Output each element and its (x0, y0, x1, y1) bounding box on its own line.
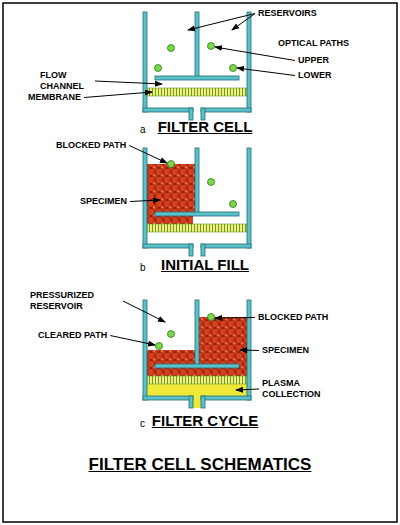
panel-letter: b (140, 262, 146, 274)
leader-arrow (84, 92, 152, 98)
part-label: PRESSURIZED RESERVOIR (30, 290, 120, 312)
part-label: FLOW CHANNEL (40, 70, 92, 92)
leader-arrow (95, 81, 162, 84)
leader-arrow (237, 68, 295, 76)
part-label: LOWER (298, 70, 332, 81)
part-label: SPECIMEN (262, 345, 309, 356)
panel-letter: a (140, 124, 146, 136)
panel-caption: FILTER CELL (150, 118, 260, 136)
leader-arrow (236, 389, 259, 390)
leader-arrow (215, 317, 255, 319)
leader-arrow (130, 200, 160, 202)
part-label: PLASMA COLLECTION (262, 378, 332, 400)
part-label: UPPER (298, 55, 329, 66)
figure-title: FILTER CELL SCHEMATICS (60, 455, 340, 475)
leader-arrow (215, 47, 295, 61)
part-label: MEMBRANE (28, 92, 81, 103)
part-label: RESERVOIRS (258, 8, 317, 19)
panel-caption: FILTER CYCLE (145, 412, 265, 430)
panel-caption: INITIAL FILL (150, 256, 260, 274)
part-label: CLEARED PATH (38, 330, 107, 341)
part-label: BLOCKED PATH (258, 312, 328, 323)
part-label: SPECIMEN (80, 196, 127, 207)
leader-arrow (123, 301, 165, 322)
leader-arrow (188, 14, 255, 31)
panel-letter: c (140, 418, 145, 430)
leader-arrow (110, 336, 155, 346)
part-label: BLOCKED PATH (56, 140, 126, 151)
leader-arrow (232, 14, 255, 31)
leader-arrow (240, 350, 259, 352)
leader-arrow (129, 146, 167, 164)
part-label: OPTICAL PATHS (278, 38, 349, 49)
